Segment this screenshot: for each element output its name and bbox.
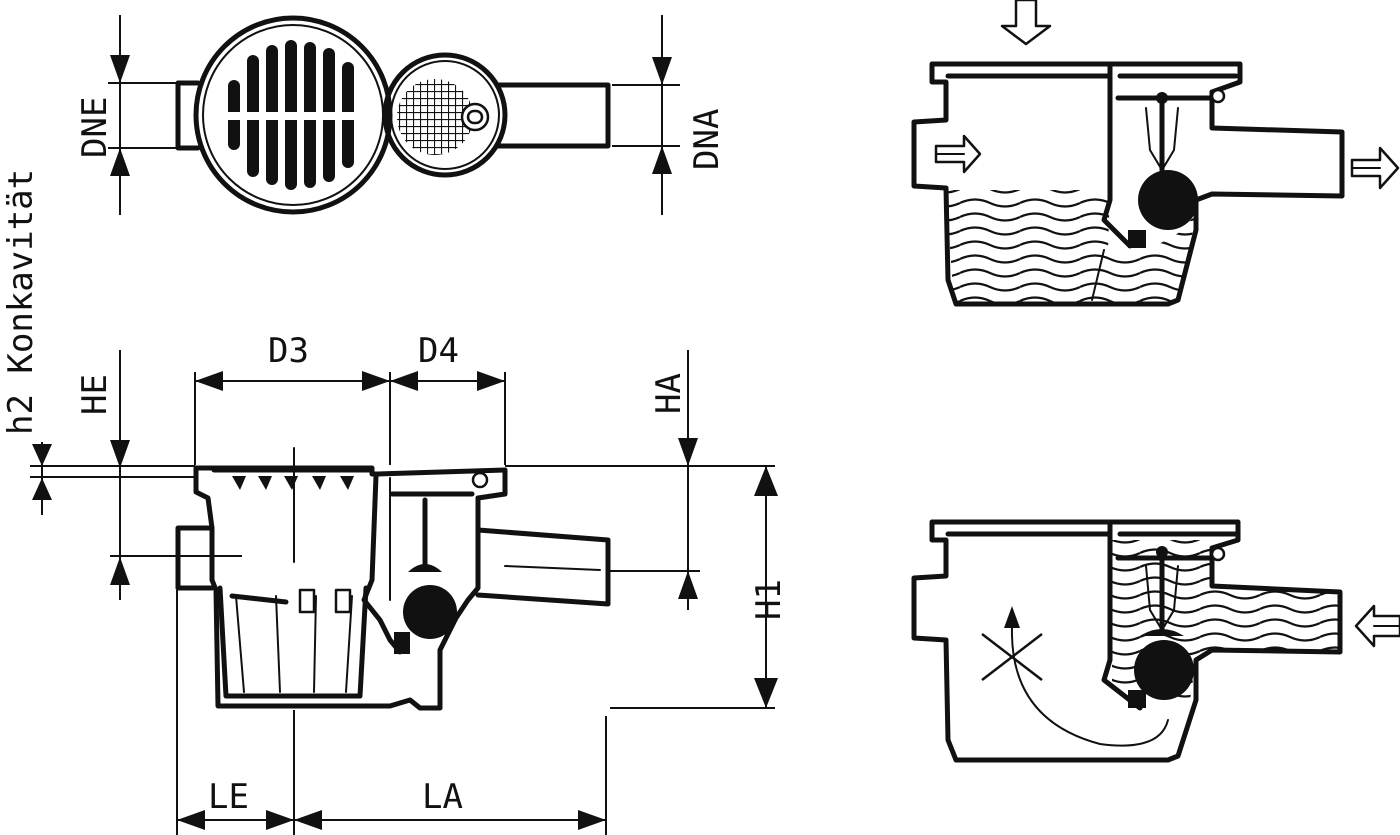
plan-cover-outer xyxy=(382,52,508,178)
top-inflow-arrow-icon xyxy=(1000,0,1052,46)
backflow-float-ball xyxy=(1134,640,1194,700)
plan-cover-grid xyxy=(397,79,473,155)
dim-d4: D4 xyxy=(390,331,506,465)
dim-h2 xyxy=(30,442,195,515)
blocked-flow-path xyxy=(1010,627,1169,747)
backflow-view xyxy=(911,519,1400,763)
x-mark-icon xyxy=(981,633,1043,681)
dim-dne: DNE xyxy=(75,15,200,215)
dim-he: HE xyxy=(75,350,242,600)
label-le: LE xyxy=(208,777,249,817)
label-la: LA xyxy=(422,777,463,817)
plan-cover-inner xyxy=(390,60,500,170)
dim-d3: D3 xyxy=(194,331,391,465)
dim-ha: HA xyxy=(505,350,775,610)
label-dne: DNE xyxy=(75,97,115,158)
label-d3: D3 xyxy=(268,331,309,371)
valve-disc xyxy=(408,564,442,572)
section-body xyxy=(193,465,508,711)
label-ha: HA xyxy=(649,373,689,414)
flow-view xyxy=(911,0,1400,307)
label-he: HE xyxy=(75,374,115,415)
flow-body xyxy=(911,61,1345,307)
grate-slots xyxy=(218,40,370,190)
plan-outlet-pipe xyxy=(495,82,611,149)
section-inlet xyxy=(175,525,215,591)
section-divider xyxy=(361,473,403,655)
dim-h1: H1 xyxy=(610,466,789,709)
float-ball xyxy=(403,585,457,639)
section-basket xyxy=(217,585,369,699)
backflow-body xyxy=(911,519,1343,763)
dim-le-la: LE LA xyxy=(176,590,607,835)
label-konkavitaet: h2 Konkavität xyxy=(1,169,41,435)
dim-dna: DNA xyxy=(612,15,727,215)
flow-float-ball xyxy=(1138,170,1198,230)
label-d4: D4 xyxy=(418,331,459,371)
section-outlet xyxy=(475,527,611,607)
plan-view: DNE DNA xyxy=(75,15,727,215)
label-h1: H1 xyxy=(749,579,789,620)
label-dna: DNA xyxy=(687,109,727,170)
section-view: HE D3 D4 HA xyxy=(30,331,789,835)
